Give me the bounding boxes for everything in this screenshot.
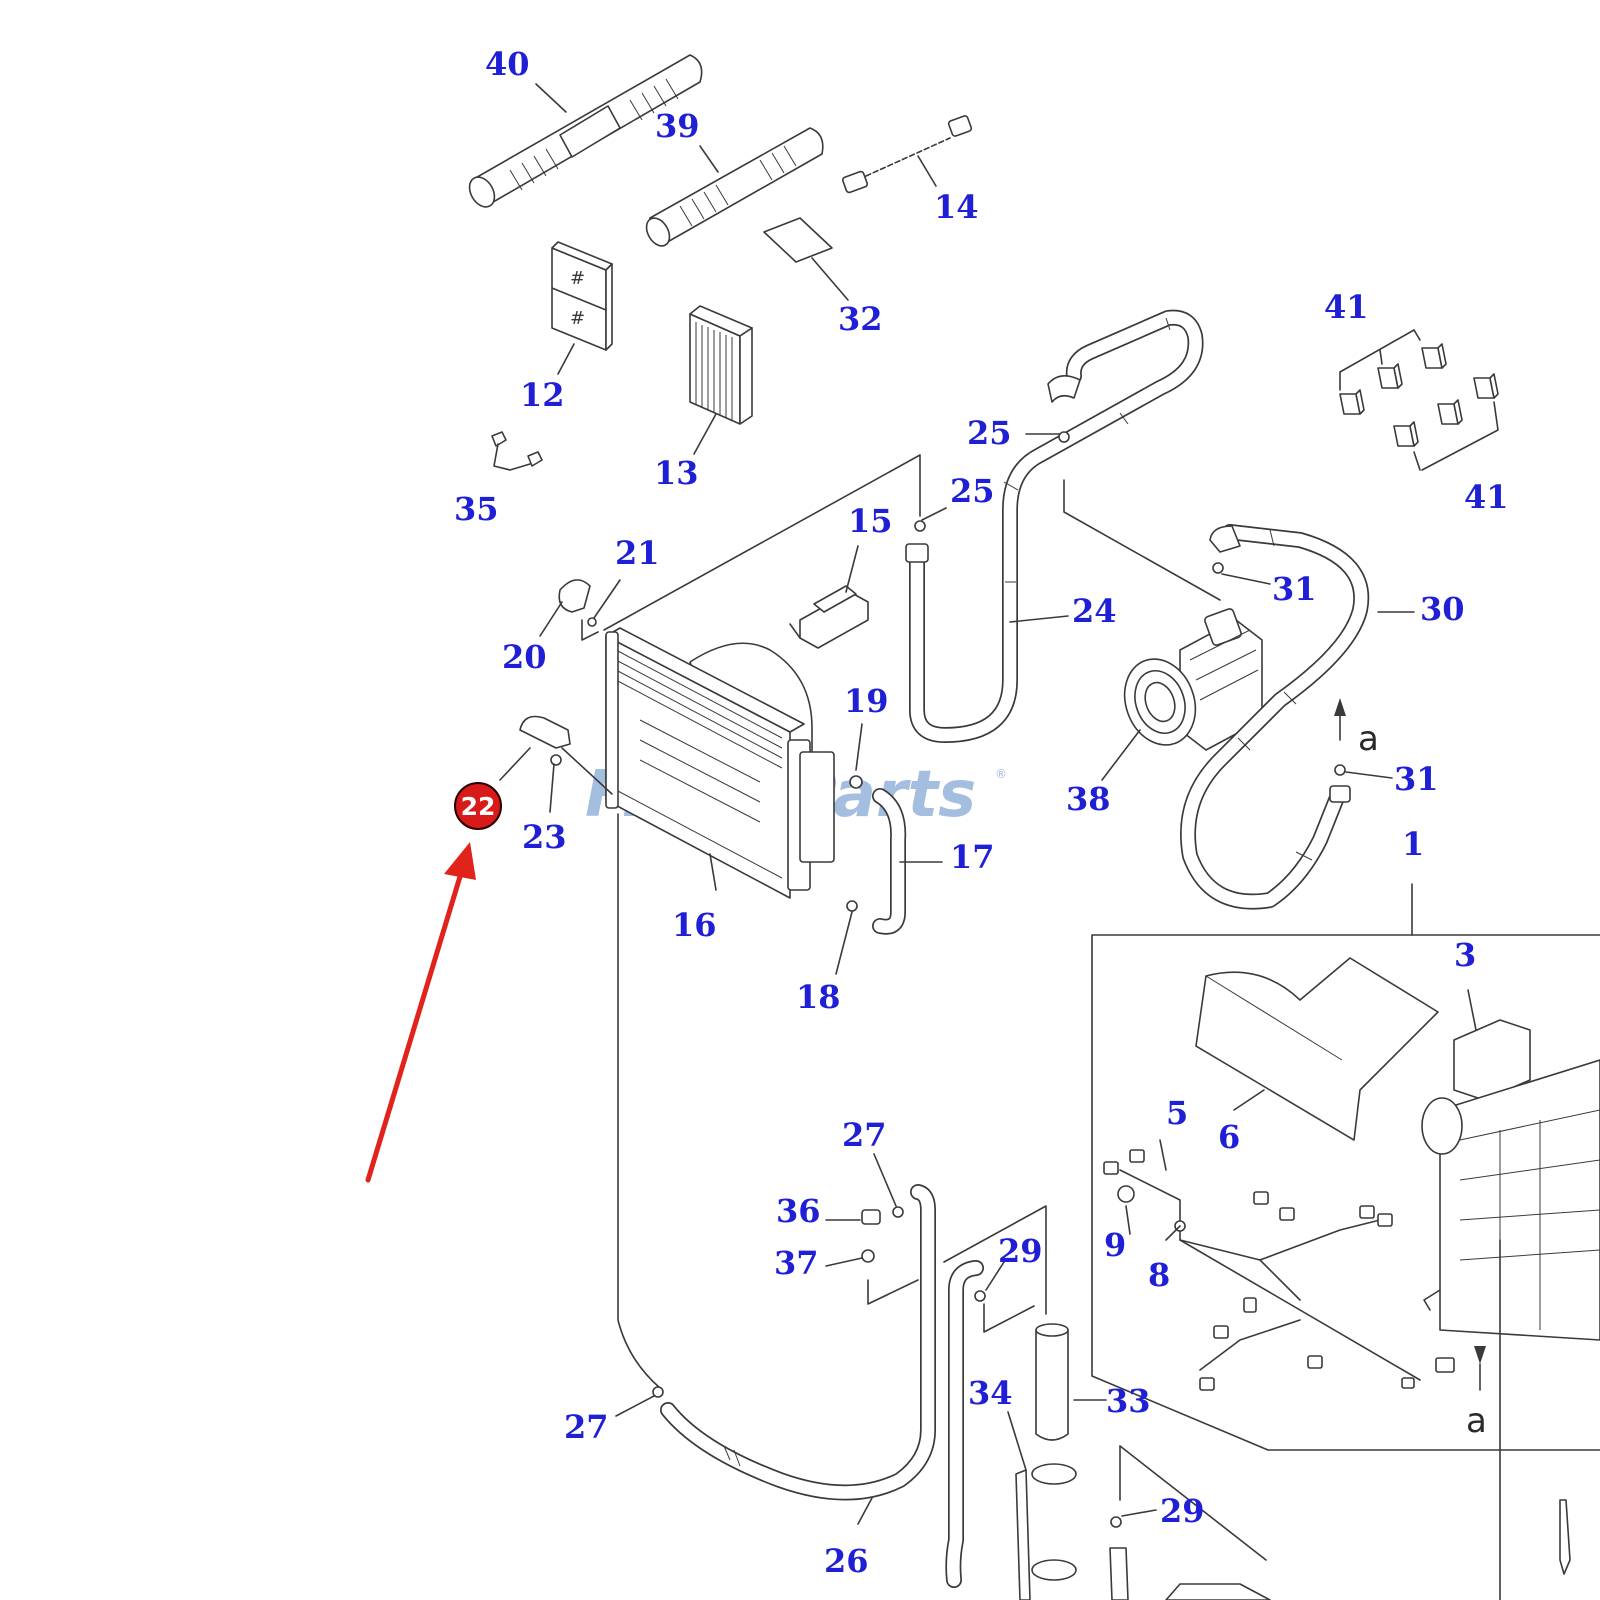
part-label: 6 <box>1218 1118 1240 1156</box>
clip-35 <box>491 431 543 471</box>
wire-harness <box>1103 1149 1455 1391</box>
bracket-15 <box>789 585 869 649</box>
part-label: 15 <box>848 502 893 540</box>
filter-12: # # <box>551 241 613 351</box>
pipe-20-21 <box>558 579 599 641</box>
part-label: 27 <box>842 1116 887 1154</box>
highlight-arrow <box>365 842 476 1183</box>
part-label: 31 <box>1394 760 1439 798</box>
part-label: 39 <box>655 107 700 145</box>
part-label: 12 <box>520 376 565 414</box>
cover-6-fold <box>1205 975 1343 1061</box>
duct-3 <box>1453 1019 1531 1101</box>
view-arrow-label: a <box>1358 719 1379 759</box>
leader-lines <box>535 83 1477 1525</box>
hose-34 <box>945 1260 1077 1600</box>
part-label: 19 <box>844 682 889 720</box>
view-arrow-label: a <box>1466 1401 1487 1441</box>
cover-6 <box>1195 957 1439 1141</box>
part-label: 24 <box>1072 592 1117 630</box>
part-label: 21 <box>615 534 660 572</box>
part-label: 29 <box>1160 1492 1205 1530</box>
part-label: 3 <box>1454 936 1476 974</box>
fitting-29-lower <box>1109 1445 1571 1600</box>
part-label: 40 <box>485 45 530 83</box>
part-label: 41 <box>1324 288 1369 326</box>
duct-40 <box>468 54 703 208</box>
part-label: 26 <box>824 1542 869 1580</box>
elbow-pipe-22-23 <box>499 715 613 795</box>
hose-17 <box>846 775 907 935</box>
condenser-16 <box>605 627 835 1389</box>
part-label: 36 <box>776 1192 821 1230</box>
highlight-badge <box>454 782 502 830</box>
part-label: 37 <box>774 1244 819 1282</box>
part-label: 33 <box>1106 1382 1151 1420</box>
part-label: 32 <box>838 300 883 338</box>
hose-30 <box>1180 524 1370 910</box>
part-label: 38 <box>1066 780 1111 818</box>
compressor-38 <box>1123 608 1263 751</box>
part-label: 14 <box>934 188 979 226</box>
part-label: 13 <box>654 454 699 492</box>
part-label: 9 <box>1104 1226 1126 1264</box>
part-label: 41 <box>1464 478 1509 516</box>
receiver-33 <box>943 1205 1069 1441</box>
part-label: 25 <box>967 414 1012 452</box>
part-label: 1 <box>1402 825 1424 863</box>
fittings-36-37 <box>861 1206 919 1305</box>
part-label: 17 <box>950 838 995 876</box>
hose-26 <box>652 1184 936 1501</box>
part-label: 34 <box>968 1374 1013 1412</box>
relays-41 <box>1339 329 1499 471</box>
svg-text:#: # <box>570 268 585 289</box>
part-label: 29 <box>998 1232 1043 1270</box>
duct-39 <box>645 127 824 247</box>
watermark-registered-mark: ® <box>995 767 1007 781</box>
part-label: 25 <box>950 472 995 510</box>
svg-text:#: # <box>570 308 585 329</box>
highlight-badge-number: 22 <box>461 792 496 821</box>
part-labels: 40 39 14 32 12 13 35 41 41 25 25 15 21 2… <box>454 45 1509 1580</box>
filter-13 <box>689 305 753 425</box>
part-label: 23 <box>522 818 567 856</box>
part-label: 27 <box>564 1408 609 1446</box>
part-label: 31 <box>1272 570 1317 608</box>
part-label: 8 <box>1148 1256 1170 1294</box>
hvac-unit <box>1421 1059 1600 1600</box>
sensor-14 <box>841 115 973 194</box>
assembly-box-1 <box>1091 934 1600 1451</box>
part-label: 35 <box>454 490 499 528</box>
part-label: 16 <box>672 906 717 944</box>
part-label: 20 <box>502 638 547 676</box>
highlight-part-22: 22 <box>454 782 502 830</box>
part-label: 30 <box>1420 590 1465 628</box>
hose-24 <box>603 309 1221 743</box>
part-label: 5 <box>1166 1094 1188 1132</box>
part-label: 18 <box>796 978 841 1016</box>
sheet-32 <box>763 217 833 263</box>
